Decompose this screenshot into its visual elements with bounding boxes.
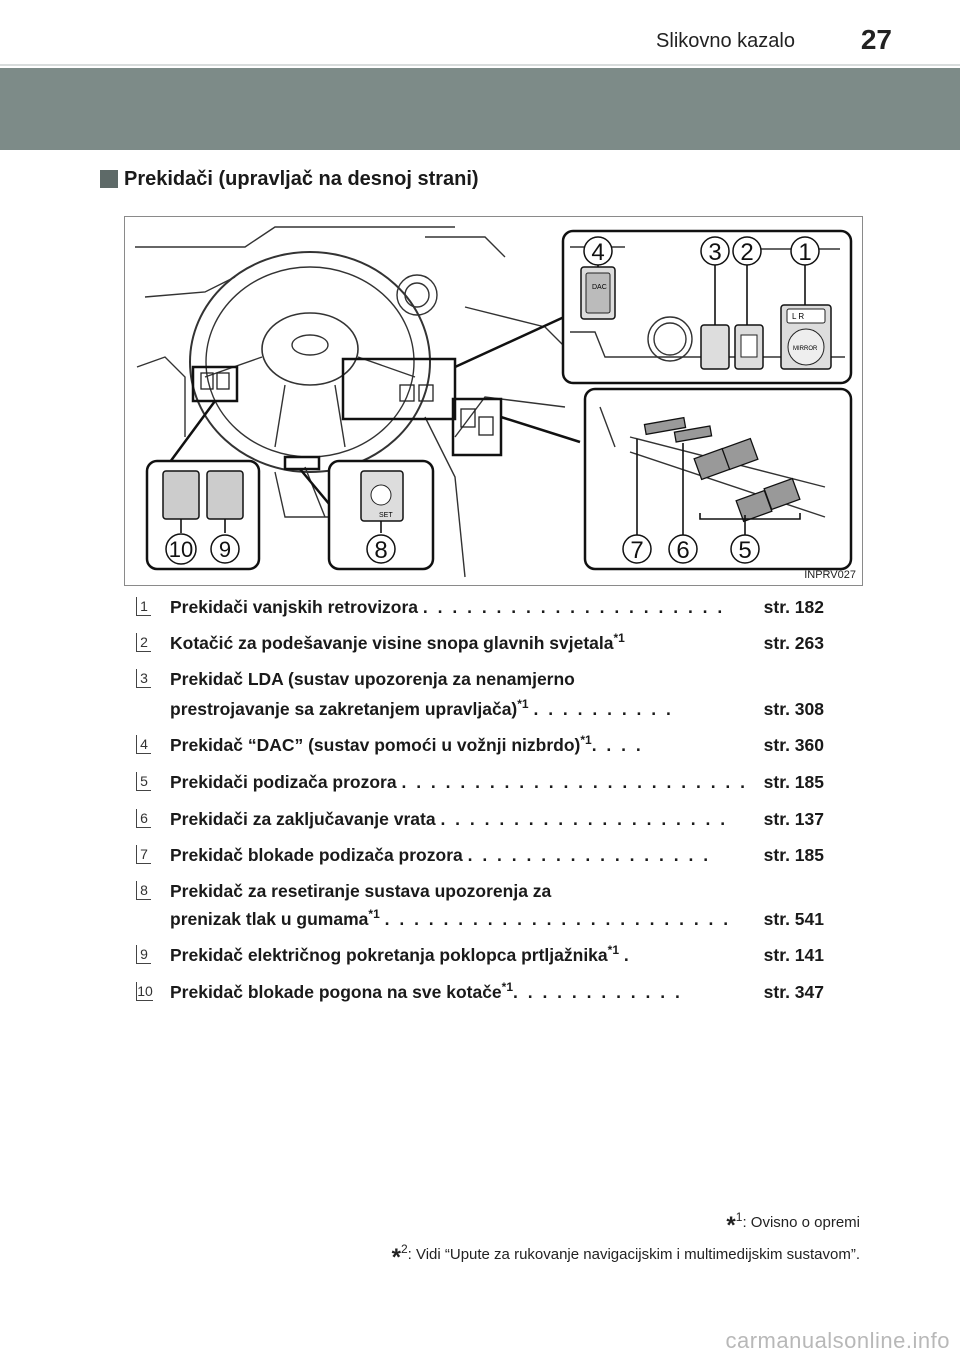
item-page-ref: str. 185 — [763, 845, 824, 865]
item-text: Prekidači podizača prozora — [170, 772, 397, 792]
item-dots: . . . . . . . . . . . . . . . . . . . . … — [401, 772, 748, 792]
item-dots: . . . . . . . . . . . . — [513, 982, 683, 1002]
callout-10: 10 — [169, 537, 193, 562]
page-heading: Prekidači (upravljač na desnoj strani) — [124, 168, 479, 190]
header-band — [0, 68, 960, 150]
heading-square-icon — [100, 170, 118, 188]
footnote-number: 1 — [735, 1210, 743, 1224]
item-footnote-ref: *1 — [613, 631, 625, 646]
item-number: 4 — [136, 735, 151, 754]
callout-5: 5 — [738, 537, 751, 564]
dashboard-drawing: DAC L R MIRROR 4 3 2 1 — [135, 226, 853, 578]
item-page-ref: str. 308 — [763, 699, 824, 719]
item-dots: . . . . . . . . . . . . . . . . . . . . — [440, 809, 728, 829]
item-page-ref: str. 182 — [763, 597, 824, 617]
item-text: Kotačić za podešavanje visine snopa glav… — [170, 633, 614, 653]
footnote-mark: * — [391, 1244, 401, 1271]
callout-3: 3 — [708, 239, 721, 266]
item-text: prestrojavanje sa zakretanjem upravljača… — [170, 699, 518, 719]
callout-2: 2 — [740, 239, 753, 266]
item-dots: . — [623, 945, 632, 965]
item-dots: . . . . . . . . . . . . . . . . . . . . … — [384, 909, 731, 929]
item-number: 2 — [136, 633, 151, 652]
item-page-ref: str. 360 — [763, 735, 824, 755]
callout-1: 1 — [798, 239, 811, 266]
item-text: Prekidač blokade pogona na sve kotače — [170, 982, 502, 1002]
callout-7: 7 — [630, 537, 643, 564]
set-label: SET — [379, 512, 393, 519]
footnote-number: 2 — [400, 1242, 408, 1256]
item-footnote-ref: *1 — [368, 907, 380, 922]
section-title: Slikovno kazalo — [656, 30, 795, 52]
item-number: 10 — [136, 982, 153, 1001]
item-dots: . . . . . . . . . . . . . . . . . . . . … — [422, 597, 725, 617]
mirror-label: MIRROR — [793, 346, 818, 352]
callout-4: 4 — [591, 239, 604, 266]
footnote-1: *1: Ovisno o opremi — [726, 1210, 860, 1240]
item-dots: . . . . . . . . . . . . . . . . . — [467, 845, 711, 865]
footnote-mark: * — [726, 1212, 736, 1239]
item-footnote-ref: *1 — [517, 697, 529, 712]
item-text: Prekidači za zaključavanje vrata — [170, 809, 436, 829]
item-footnote-ref: *1 — [607, 943, 619, 958]
footnote-2: *2: Vidi “Upute za rukovanje navigacijsk… — [391, 1242, 860, 1272]
item-number: 5 — [136, 772, 151, 791]
item-text: prenizak tlak u gumama — [170, 909, 369, 929]
callout-6: 6 — [676, 537, 689, 564]
switches-illustration: DAC L R MIRROR 4 3 2 1 — [124, 216, 863, 586]
item-page-ref: str. 141 — [763, 945, 824, 965]
item-page-ref: str. 541 — [763, 909, 824, 929]
item-page-ref: str. 263 — [763, 633, 824, 653]
item-text: Prekidač blokade podizača prozora — [170, 845, 463, 865]
item-number: 3 — [136, 669, 151, 688]
item-number: 7 — [136, 845, 151, 864]
item-text: Prekidači vanjskih retrovizora — [170, 597, 419, 617]
item-dots: . . . . — [591, 735, 644, 755]
footnote-text: : Ovisno o opremi — [742, 1214, 860, 1231]
header-strip — [0, 0, 960, 64]
footnote-text: : Vidi “Upute za rukovanje navigacijskim… — [407, 1246, 860, 1263]
item-page-ref: str. 185 — [763, 772, 824, 792]
item-page-ref: str. 347 — [763, 982, 824, 1002]
item-number: 9 — [136, 945, 151, 964]
callout-8: 8 — [374, 537, 387, 564]
watermark: carmanualsonline.info — [725, 1328, 950, 1353]
figure-code: INPRV027 — [804, 569, 856, 581]
item-text: Prekidač “DAC” (sustav pomoći u vožnji n… — [170, 735, 581, 755]
header-divider — [0, 64, 960, 66]
item-page-ref: str. 137 — [763, 809, 824, 829]
item-footnote-ref: *1 — [501, 980, 513, 995]
callout-9: 9 — [219, 537, 231, 562]
page-number: 27 — [860, 24, 892, 55]
item-text: Prekidač LDA (sustav upozorenja za nenam… — [170, 669, 575, 689]
item-number: 6 — [136, 809, 151, 828]
item-number: 1 — [136, 597, 151, 616]
item-footnote-ref: *1 — [580, 733, 592, 748]
mirror-lr-label: L R — [792, 312, 804, 321]
item-number: 8 — [136, 881, 151, 900]
item-dots: . . . . . . . . . . — [533, 699, 674, 719]
item-text: Prekidač za resetiranje sustava upozoren… — [170, 881, 552, 901]
dac-label: DAC — [592, 284, 607, 291]
item-text: Prekidač električnog pokretanja poklopca… — [170, 945, 608, 965]
